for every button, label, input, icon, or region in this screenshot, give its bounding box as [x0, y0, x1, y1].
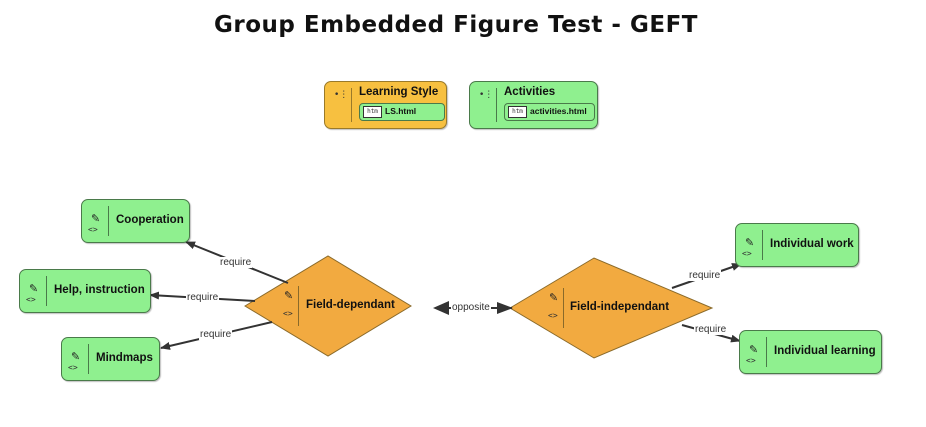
activities-file-name: activities.html	[530, 106, 587, 116]
diagram-title: Group Embedded Figure Test - GEFT	[214, 12, 698, 38]
legend-learning-style-label: Learning Style	[359, 86, 439, 98]
pen-icon: ✎	[29, 282, 39, 295]
node-cooperation-label: Cooperation	[116, 214, 184, 226]
list-icon: •⋮	[479, 90, 494, 100]
legend-activities-label: Activities	[504, 86, 556, 98]
code-icon: <>	[88, 225, 98, 234]
node-individual-work-label: Individual work	[770, 238, 854, 250]
pen-icon: ✎	[549, 291, 559, 304]
field-dependant-label: Field-dependant	[306, 299, 395, 311]
node-individual-learning[interactable]: ✎<> Individual learning	[739, 330, 882, 374]
edge-label-opposite: opposite	[451, 302, 491, 313]
node-mindmaps-label: Mindmaps	[96, 352, 153, 364]
code-icon: <>	[548, 311, 558, 320]
field-dependant-diamond[interactable]	[244, 255, 412, 357]
learning-style-file-link[interactable]: htm LS.html	[359, 103, 445, 121]
pen-icon: ✎	[91, 212, 101, 225]
edge-label-require: require	[688, 270, 722, 281]
pen-icon: ✎	[745, 236, 755, 249]
code-icon: <>	[742, 249, 752, 258]
html-file-icon: htm	[363, 106, 382, 118]
field-independant-diamond[interactable]	[509, 257, 714, 359]
node-help-instruction-label: Help, instruction	[54, 284, 145, 296]
learning-style-file-name: LS.html	[385, 106, 417, 116]
node-individual-work[interactable]: ✎<> Individual work	[735, 223, 859, 267]
pen-icon: ✎	[284, 289, 294, 302]
opposite-arrow-left	[433, 301, 449, 315]
field-independant-divider	[563, 288, 564, 328]
html-file-icon: htm	[508, 106, 527, 118]
activities-file-link[interactable]: htm activities.html	[504, 103, 595, 121]
code-icon: <>	[746, 356, 756, 365]
code-icon: <>	[68, 363, 78, 372]
node-individual-learning-label: Individual learning	[774, 345, 876, 357]
edge-label-require: require	[219, 257, 253, 268]
field-dependant-divider	[298, 286, 299, 326]
code-icon: <>	[26, 295, 36, 304]
node-help-instruction[interactable]: ✎<> Help, instruction	[19, 269, 151, 313]
pen-icon: ✎	[71, 350, 81, 363]
node-cooperation[interactable]: ✎<> Cooperation	[81, 199, 190, 243]
legend-activities[interactable]: •⋮ Activities htm activities.html	[469, 81, 598, 129]
legend-learning-style[interactable]: •⋮ Learning Style htm LS.html	[324, 81, 447, 129]
code-icon: <>	[283, 309, 293, 318]
list-icon: •⋮	[334, 90, 349, 100]
edge-label-require: require	[186, 292, 220, 303]
field-independant-label: Field-independant	[570, 301, 670, 313]
edge-label-require: require	[694, 324, 728, 335]
edge-label-require: require	[199, 329, 233, 340]
pen-icon: ✎	[749, 343, 759, 356]
node-mindmaps[interactable]: ✎<> Mindmaps	[61, 337, 160, 381]
